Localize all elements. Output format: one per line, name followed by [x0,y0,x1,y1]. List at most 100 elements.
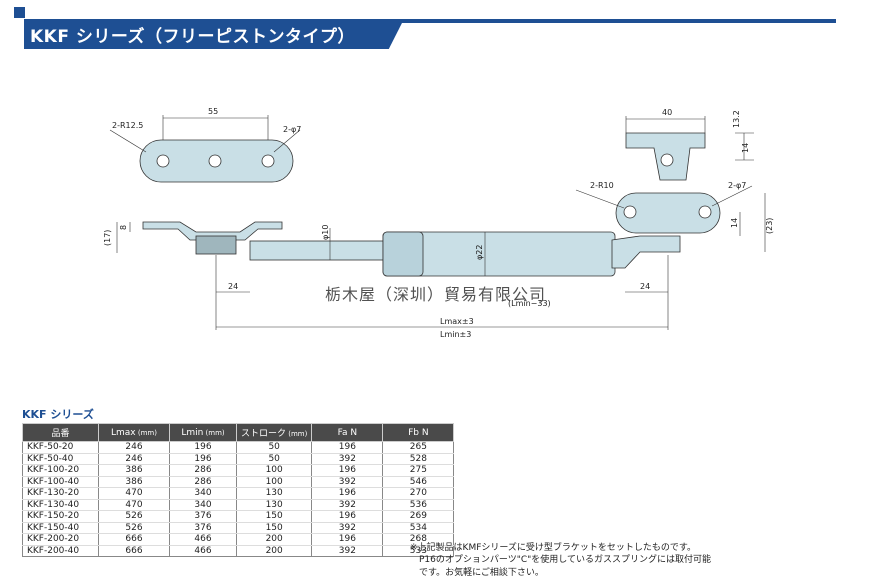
note-line-1: ※上記製品はKMFシリーズに受け型ブラケットをセットしたものです。 [410,543,697,553]
page-title: KKF シリーズ（フリーピストンタイプ） [30,27,356,47]
table-cell: KKF-200-40 [22,545,99,557]
table-cell: 546 [382,476,455,488]
cylinder-end [382,231,424,277]
table-cell: 340 [169,487,237,500]
table-cell: 196 [169,441,237,454]
dim-14-top: 14 [741,143,750,153]
table-cell: 392 [311,499,384,511]
table-cell: 246 [98,453,170,465]
label-phi22: φ22 [475,245,484,260]
hole-left-3 [261,154,275,168]
table-cell: KKF-130-40 [22,499,99,511]
table-cell: 392 [311,545,384,557]
table-cell: 666 [98,545,170,557]
column-header: Fa N [311,423,384,442]
table-cell: KKF-50-40 [22,453,99,465]
dim-55: 55 [208,107,218,116]
table-cell: 50 [235,453,313,465]
dim-24-left: 24 [228,282,238,291]
table-cell: 470 [98,487,170,500]
column-header-label: 品番 [51,429,70,439]
label-lmin: Lmin±3 [440,330,471,339]
label-lmax: Lmax±3 [440,317,474,326]
table-cell: 386 [98,464,170,477]
table-cell: KKF-100-20 [22,464,99,477]
table-cell: 286 [169,464,237,477]
table-cell: 526 [98,510,170,523]
table-cell: 130 [235,487,313,500]
technical-drawing: 55 40 2-R12.5 2-φ7 2-R10 2-φ7 13.2 14 14… [103,107,774,339]
table-cell: 100 [235,476,313,488]
table-cell: 200 [235,545,313,557]
table-cell: KKF-200-20 [22,533,99,546]
table-cell: 196 [311,464,384,477]
table-cell: 376 [169,522,237,534]
table-cell: 534 [382,522,455,534]
column-header: 品番 [22,423,99,442]
table-cell: 196 [311,510,384,523]
column-header: Lmax (mm) [98,423,170,442]
table-cell: 275 [382,464,455,477]
table-cell: 269 [382,510,455,523]
right-bracket-plan [615,192,721,234]
table-cell: KKF-100-40 [22,476,99,488]
table-cell: 196 [311,441,384,454]
table-cell: 150 [235,522,313,534]
dim-13-2: 13.2 [732,110,741,128]
label-r125: 2-R12.5 [112,121,143,130]
column-header-label: Lmin [181,427,204,438]
hole-right-1 [623,205,637,219]
hole-right-top [660,153,674,167]
column-header: Lmin (mm) [169,423,237,442]
table-cell: 466 [169,533,237,546]
column-header: Fb N [382,423,455,442]
label-phi10: φ10 [321,225,330,240]
table-cell: 196 [311,533,384,546]
table-cell: 100 [235,464,313,477]
table-cell: 200 [235,533,313,546]
column-header-label: ストローク [241,429,287,439]
column-header-unit: (mm) [286,430,308,438]
table-cell: 270 [382,487,455,500]
column-header-label: Fb N [408,427,429,438]
left-bracket-side [142,221,283,241]
column-header-label: Fa N [337,427,358,438]
table-cell: 130 [235,499,313,511]
table-cell: 470 [98,499,170,511]
table-cell: 376 [169,510,237,523]
table-cell: 392 [311,476,384,488]
label-r10: 2-R10 [590,181,614,190]
corner-square [14,7,25,18]
table-cell: 666 [98,533,170,546]
table-cell: 392 [311,522,384,534]
label-phi7-left: 2-φ7 [283,125,301,134]
hole-right-2 [698,205,712,219]
table-cell: KKF-150-40 [22,522,99,534]
table-cell: 268 [382,533,455,546]
dimension-labels: 55 40 2-R12.5 2-φ7 2-R10 2-φ7 13.2 14 14… [103,107,774,339]
table-cell: 50 [235,441,313,454]
column-header-label: Lmax [111,427,136,438]
table-cell: 246 [98,441,170,454]
title-banner [24,19,404,49]
dim-8: 8 [119,225,128,230]
table-cell: 286 [169,476,237,488]
left-eye [195,235,237,255]
hole-left-2 [208,154,222,168]
right-end-fitting [611,235,681,269]
table-cell: 196 [169,453,237,465]
dim-17: (17) [103,230,112,246]
table-cell: KKF-150-20 [22,510,99,523]
table-heading: KKF シリーズ [22,408,94,421]
column-header-unit: (mm) [135,428,157,437]
piston-rod [249,240,387,261]
note-line-2: P16のオプションパーツ"C"を使用しているガススプリングには取付可能 [419,555,711,565]
